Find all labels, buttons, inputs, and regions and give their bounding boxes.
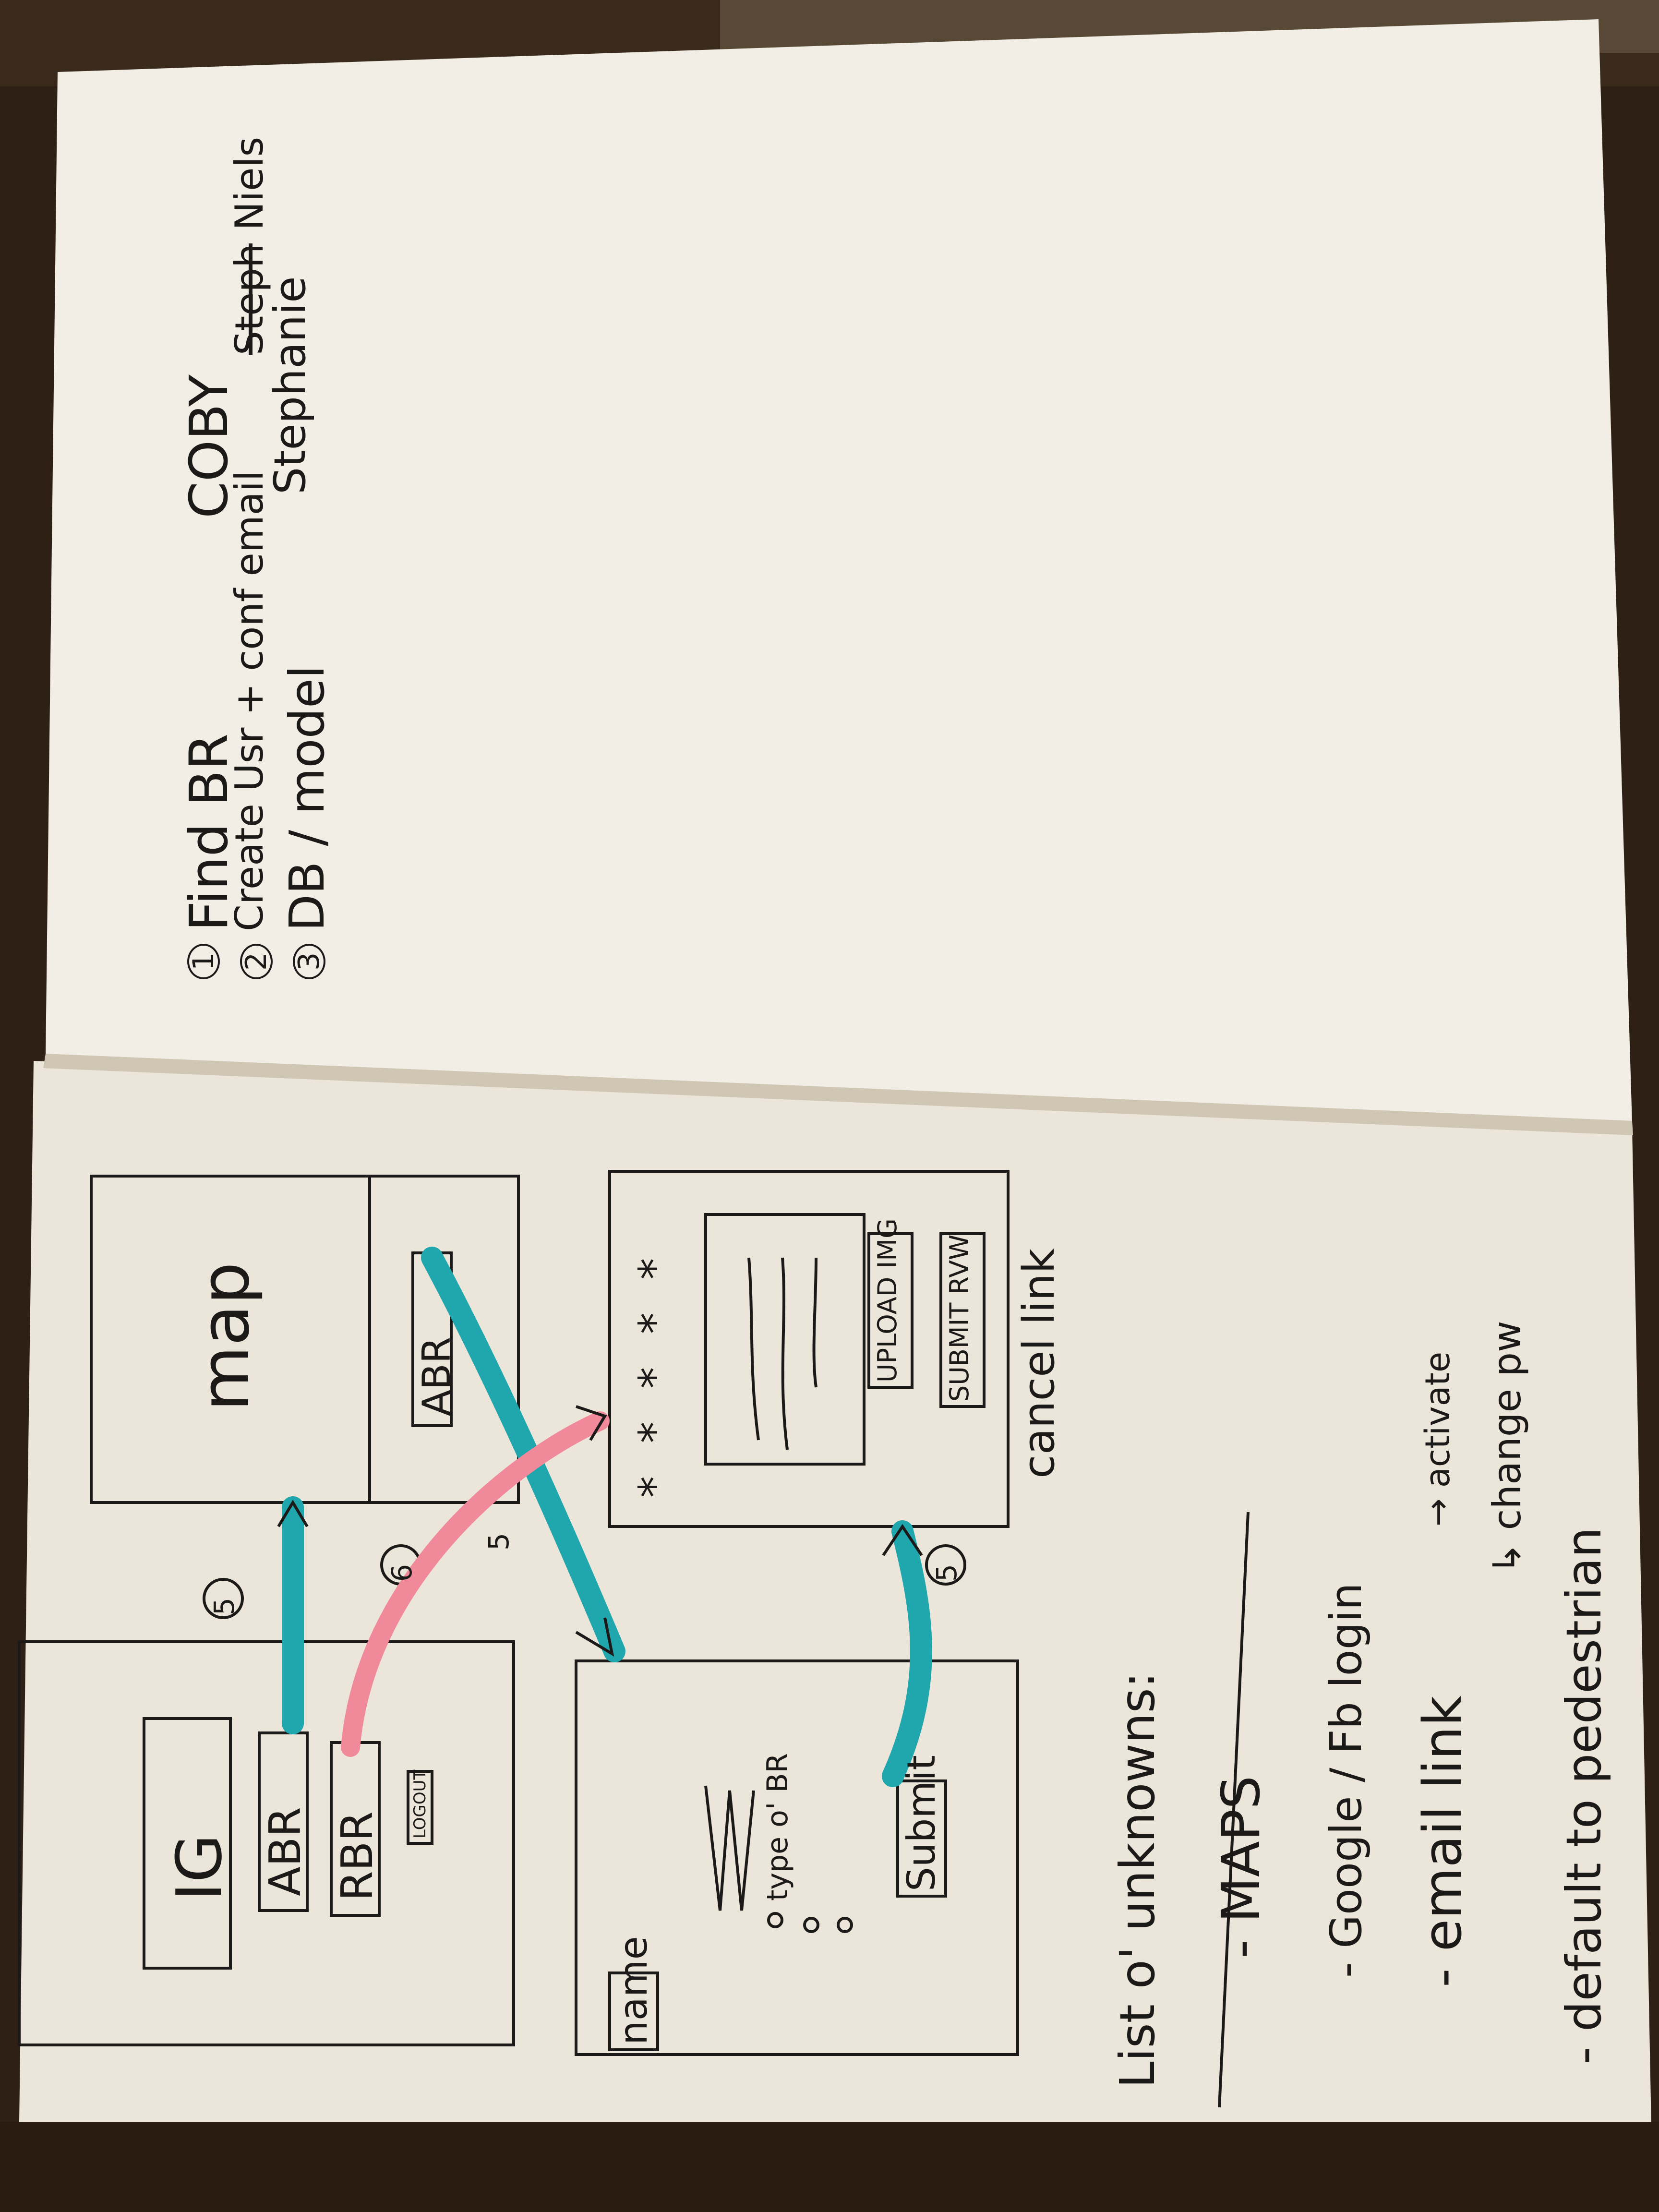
unknown-item-pedestrian: - default to pedestrian xyxy=(1556,1527,1612,2064)
arrow-head xyxy=(576,1405,607,1441)
map-abr-button: ABR xyxy=(414,1336,459,1416)
logout-button: LOGOUT xyxy=(410,1769,430,1839)
upload-button-box xyxy=(867,1232,914,1389)
unknown-item-change-pw: ↳ change pw xyxy=(1485,1321,1529,1575)
crossed-out-text xyxy=(704,1785,755,1911)
unknown-item-maps: - MAPS xyxy=(1210,1776,1272,1959)
submit-button-box xyxy=(896,1779,947,1898)
abr-button-box xyxy=(258,1731,309,1912)
wireframes xyxy=(18,1170,1250,2108)
unknowns-divider xyxy=(1218,1512,1250,2108)
scribble-line xyxy=(747,1257,760,1441)
home-abr-button: ABR xyxy=(260,1807,311,1896)
task-2-owner: Niels xyxy=(227,136,272,230)
task-3-text: DB / model xyxy=(279,665,335,931)
step-circle xyxy=(203,1578,244,1619)
arrow-head xyxy=(882,1524,923,1556)
arrow-head xyxy=(277,1500,309,1527)
step-5c-label: 5 xyxy=(930,1564,963,1582)
step-6-label: 6 xyxy=(385,1564,418,1582)
radio-option xyxy=(767,1912,783,1928)
map-screen-frame xyxy=(90,1175,520,1504)
name-field-box xyxy=(608,1972,659,2051)
task-3-number: 3 xyxy=(292,943,326,979)
table-background xyxy=(0,2122,1659,2212)
task-3-owner: Stephanie xyxy=(265,276,315,494)
cancel-link: cancel link xyxy=(1014,1248,1064,1479)
teal-arrow-add-to-review xyxy=(882,1520,932,1787)
radio-option xyxy=(803,1917,819,1933)
radio-option xyxy=(837,1917,853,1933)
submit-rvw-button-box xyxy=(939,1232,986,1408)
submit-rvw-button: SUBMIT RVW xyxy=(944,1234,974,1402)
flow-arrows xyxy=(282,1247,932,1787)
upload-img-button: UPLOAD IMG xyxy=(872,1218,902,1382)
review-screen-frame xyxy=(608,1170,1010,1528)
name-field-label: name xyxy=(611,1936,656,2045)
ig-image-label: IG xyxy=(163,1834,236,1901)
unknown-item-email: - email link xyxy=(1412,1695,1473,1987)
task-2-owner-struck: Steph xyxy=(227,243,272,355)
ig-image-box xyxy=(143,1717,232,1970)
type-of-br-label: type o' BR xyxy=(761,1753,794,1901)
arrow-head xyxy=(575,1617,614,1657)
review-stars: * * * * * xyxy=(630,1248,680,1498)
pink-arrow-home-to-review xyxy=(341,1411,610,1757)
arrow-heads xyxy=(277,1405,923,1657)
step-5b-label: 5 xyxy=(482,1533,515,1551)
task-1-number: 1 xyxy=(187,943,220,979)
review-textarea-box xyxy=(704,1213,866,1466)
task-2-number: 2 xyxy=(240,943,273,979)
task-2-text: Create Usr + conf email xyxy=(227,470,272,931)
teal-arrow-map-to-add xyxy=(421,1247,625,1662)
add-br-submit-button: Submit xyxy=(899,1755,944,1891)
unknown-item-activate: → activate xyxy=(1418,1351,1457,1527)
left-page xyxy=(19,1061,1651,2127)
right-page xyxy=(46,19,1632,1123)
home-rbr-button: RBR xyxy=(332,1811,383,1901)
home-screen-frame xyxy=(18,1640,515,2046)
map-label: map xyxy=(186,1262,264,1411)
step-5-label: 5 xyxy=(208,1598,240,1615)
add-br-screen-frame xyxy=(575,1659,1019,2056)
spine xyxy=(43,1054,1633,1135)
unknown-item-login: - Google / Fb login xyxy=(1321,1583,1371,1978)
unknowns-title: List o' unknowns: xyxy=(1109,1671,1166,2088)
scribble-line xyxy=(781,1257,789,1450)
logout-button-box xyxy=(407,1770,433,1845)
scribble-line xyxy=(812,1257,817,1388)
step-circle xyxy=(925,1544,966,1586)
